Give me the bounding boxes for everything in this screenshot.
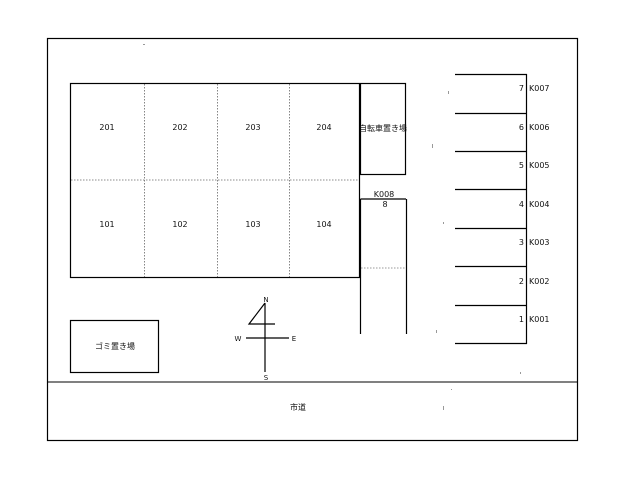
parking-number-7: 7	[519, 84, 524, 93]
compass-south-label: S	[264, 374, 269, 382]
parking-number-5: 5	[519, 161, 524, 170]
parking-number-4: 4	[519, 200, 524, 209]
unit-label-201: 201	[99, 123, 114, 132]
building-outline	[69, 82, 361, 279]
unit-label-203: 203	[245, 123, 260, 132]
compass-east-label: E	[292, 335, 296, 343]
garbage-area-label: ゴミ置き場	[95, 341, 135, 351]
parking-code-k006: K006	[529, 123, 550, 132]
parking-code-k001: K001	[529, 315, 550, 324]
parking-space-k008	[359, 198, 408, 334]
compass-west-label: W	[235, 335, 242, 343]
unit-label-104: 104	[316, 220, 331, 229]
compass-north-label: N	[263, 296, 268, 304]
bicycle-parking-label: 自転車置き場	[359, 123, 407, 133]
unit-label-102: 102	[172, 220, 187, 229]
space-code-k008: K008	[374, 190, 395, 199]
parking-number-3: 3	[519, 238, 524, 247]
garbage-area	[69, 319, 160, 374]
parking-number-1: 1	[519, 315, 524, 324]
apartment-building: 201 202 203 204 101 102 103 104	[69, 82, 361, 279]
parking-number-2: 2	[519, 277, 524, 286]
site-boundary	[46, 37, 579, 442]
parking-lot: 7 K007 6 K006 5 K005 4 K004 3 K003 2 K00…	[455, 73, 550, 345]
unit-label-103: 103	[245, 220, 260, 229]
space-number-8: 8	[382, 200, 387, 209]
parking-code-k005: K005	[529, 161, 550, 170]
bicycle-parking-area	[359, 82, 407, 176]
parking-number-6: 6	[519, 123, 524, 132]
parking-code-k003: K003	[529, 238, 550, 247]
parking-code-k002: K002	[529, 277, 550, 286]
unit-label-101: 101	[99, 220, 114, 229]
parking-code-k004: K004	[529, 200, 550, 209]
unit-label-202: 202	[172, 123, 187, 132]
scan-speckles	[143, 44, 521, 410]
unit-label-204: 204	[316, 123, 331, 132]
parking-code-k007: K007	[529, 84, 550, 93]
compass-icon: N S W E	[235, 296, 297, 382]
road-label: 市道	[290, 402, 306, 412]
